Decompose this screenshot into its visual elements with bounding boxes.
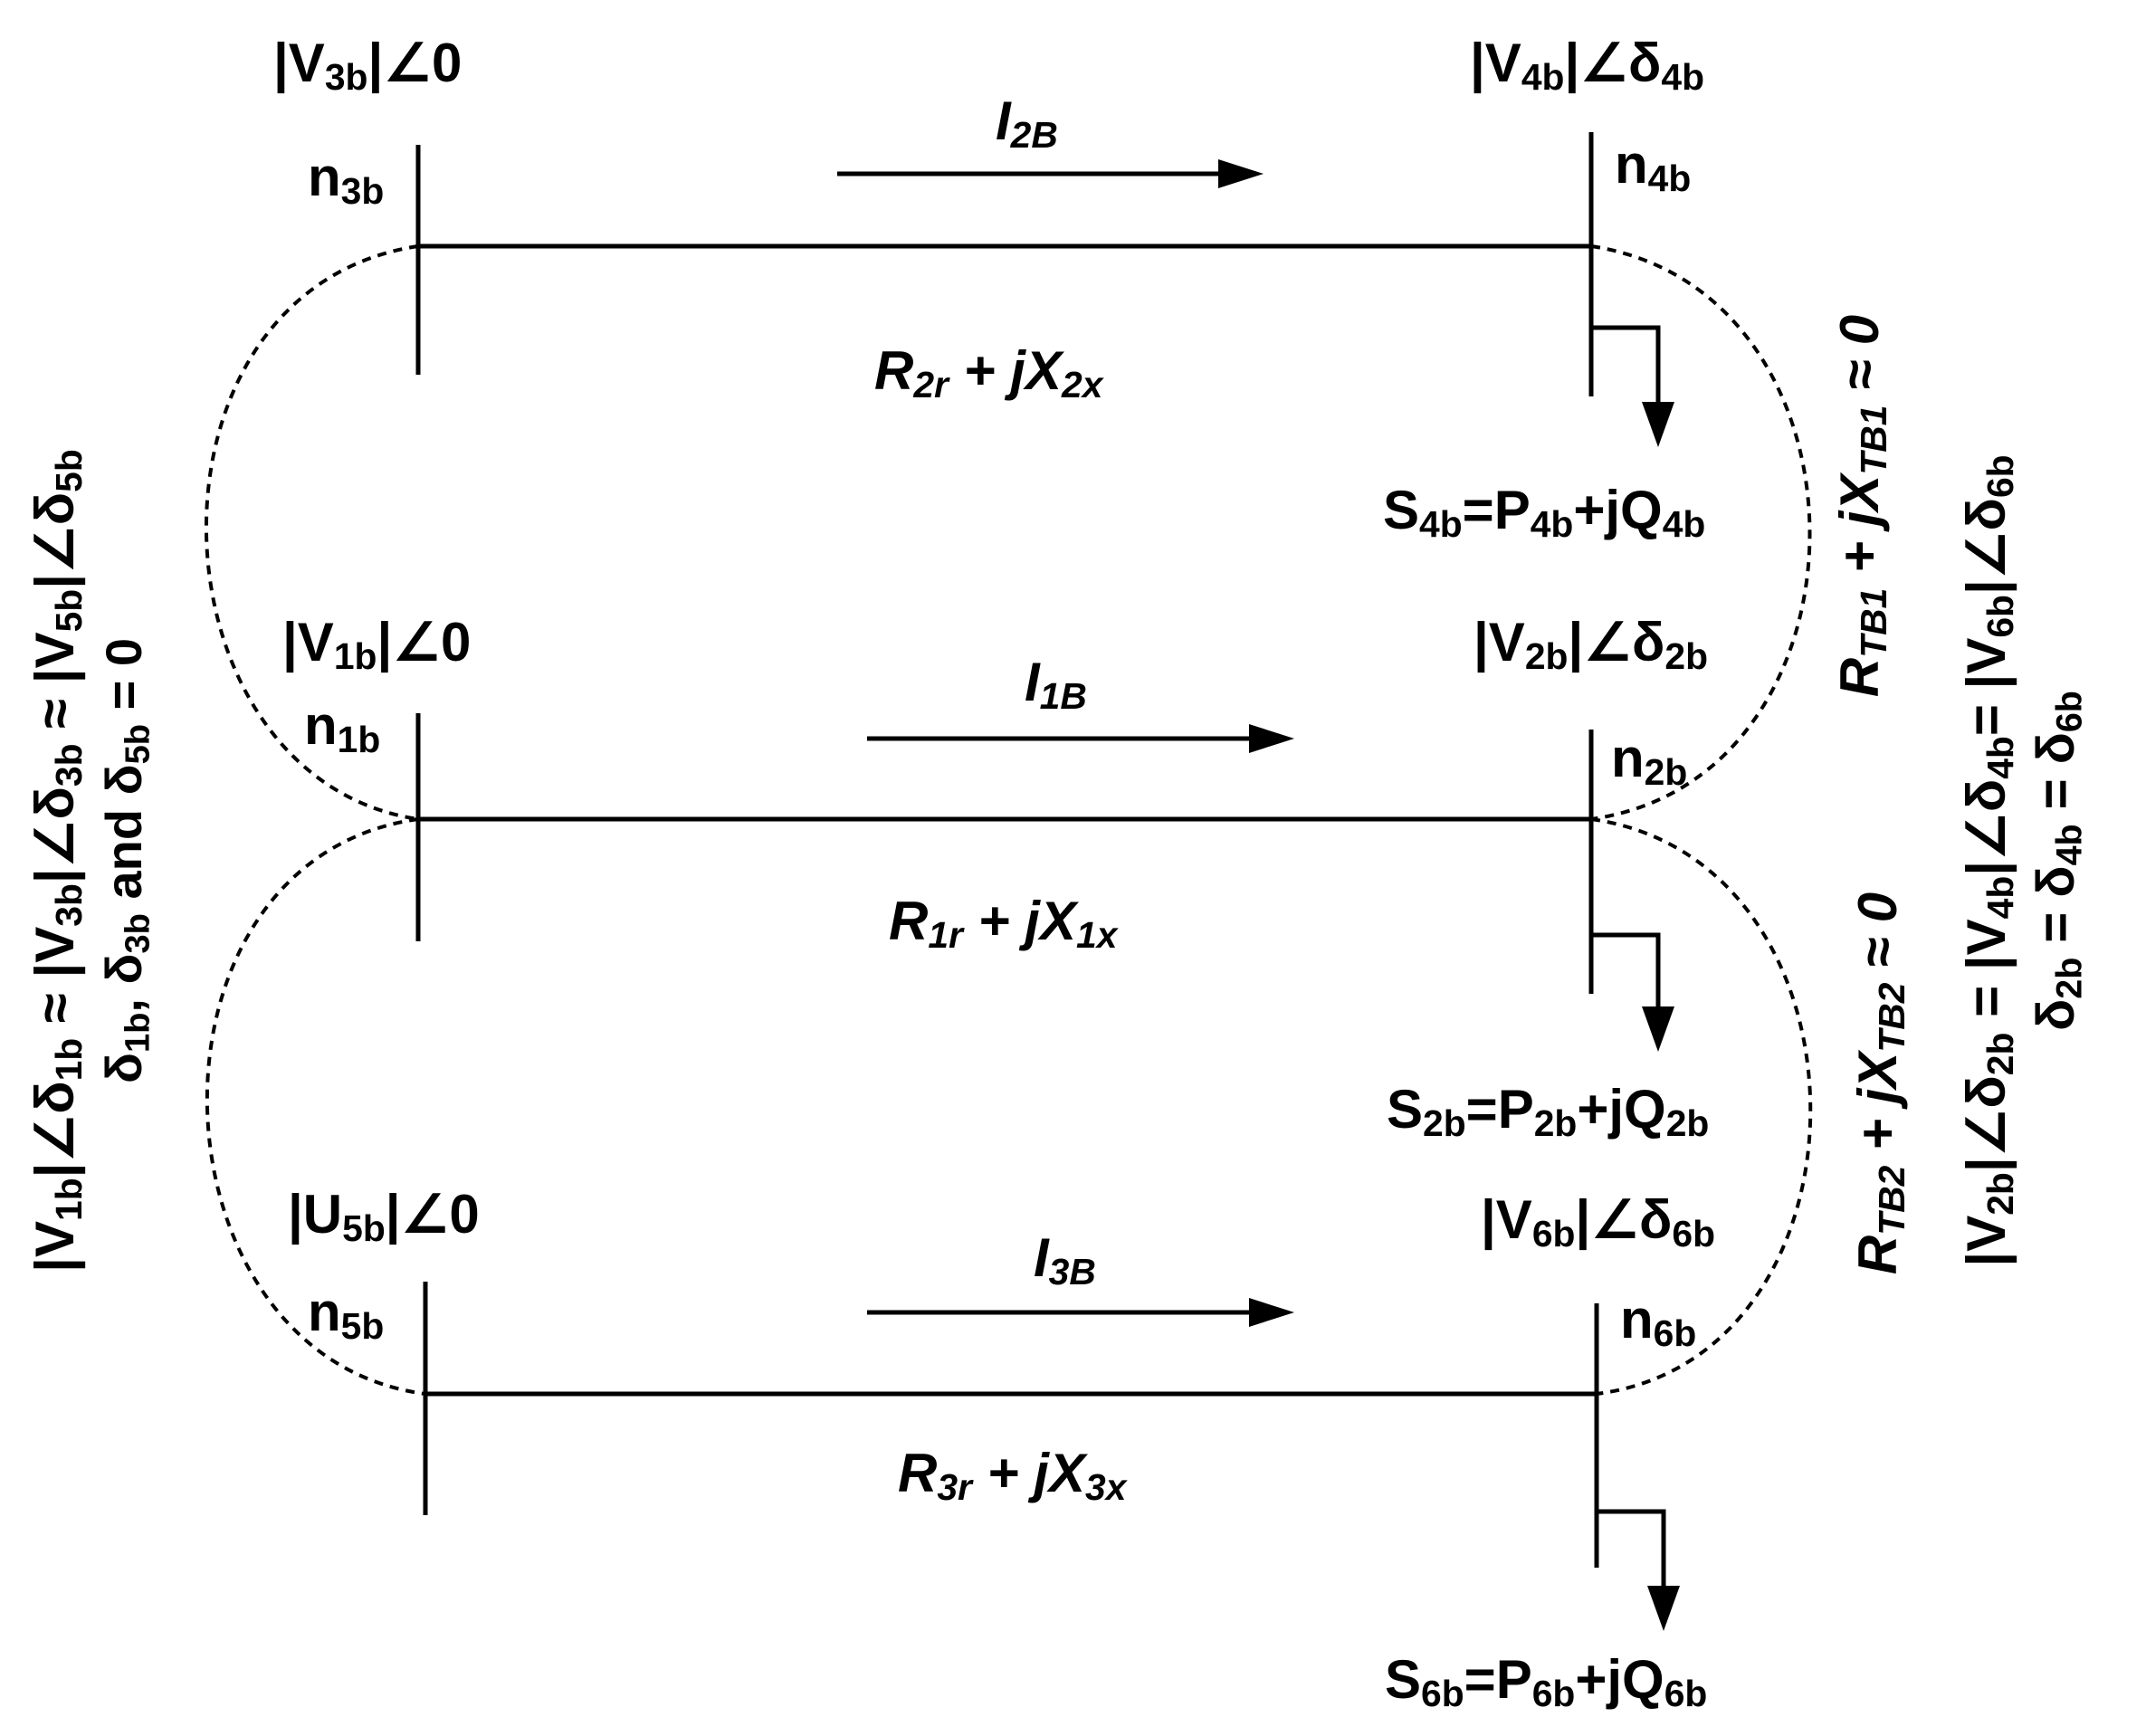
dashed-loop-n1b-n5b bbox=[205, 817, 426, 1396]
current-label-i2b: I2B bbox=[996, 91, 1058, 156]
load-label-s6b: S6b=P6b+jQ6b bbox=[1385, 1649, 1708, 1714]
bus-node-n6b: n6b bbox=[1620, 1289, 1697, 1354]
load-arrowhead-n6b bbox=[1647, 1586, 1680, 1631]
tie-branch-label-tb2: RTB2 + jXTB2 ≈ 0 bbox=[1847, 892, 1912, 1275]
current-label-i3b: I3B bbox=[1034, 1227, 1096, 1292]
bus-node-n4b: n4b bbox=[1615, 134, 1692, 199]
load-arrowhead-n2b bbox=[1642, 1006, 1674, 1052]
arrowhead-i1b bbox=[1249, 724, 1294, 753]
tie-branch-label-tb1: RTB1 + jXTB1 ≈ 0 bbox=[1829, 314, 1894, 698]
bus-node-n2b: n2b bbox=[1611, 728, 1688, 793]
load-tap-n6b bbox=[1597, 1509, 1666, 1593]
bus-voltage-n5b: |U5b|∠0 bbox=[288, 1184, 480, 1249]
tie-branch-tb1-loop bbox=[1590, 244, 1812, 821]
right-equation-line2: δ2b = δ4b = δ6b bbox=[2027, 691, 2090, 1031]
load-arrowhead-n4b bbox=[1642, 402, 1674, 447]
right-voltage-equation: |V2b|∠δ2b = |V4b|∠δ4b= |V6b|∠δ6b δ2b = δ… bbox=[1956, 363, 2095, 1359]
current-label-i1b: I1B bbox=[1025, 652, 1087, 717]
bus-node-n1b: n1b bbox=[304, 695, 381, 760]
impedance-label-z1: R1r + jX1x bbox=[889, 891, 1118, 956]
right-equation-line1: |V2b|∠δ2b = |V4b|∠δ4b= |V6b|∠δ6b bbox=[1956, 454, 2021, 1267]
bus-voltage-n1b: |V1b|∠0 bbox=[282, 612, 472, 677]
bus-node-n5b: n5b bbox=[308, 1282, 385, 1347]
load-label-s2b: S2b=P2b+jQ2b bbox=[1387, 1079, 1710, 1144]
arrowhead-i3b bbox=[1249, 1298, 1294, 1327]
bus-voltage-n6b: |V6b|∠δ6b bbox=[1481, 1189, 1716, 1254]
dashed-loop-n3b-n1b bbox=[204, 244, 419, 821]
left-equation-line2: δ1b, δ3b and δ5b = 0 bbox=[95, 638, 157, 1083]
left-voltage-equation: |V1b|∠δ1b ≈ |V3b|∠δ3b ≈ |V5b|∠δ5b δ1b, δ… bbox=[24, 363, 164, 1359]
load-tap-n4b bbox=[1591, 325, 1661, 407]
tie-branch-tb2-loop bbox=[1590, 817, 1813, 1396]
bus-node-n3b: n3b bbox=[308, 147, 385, 212]
left-equation-line1: |V1b|∠δ1b ≈ |V3b|∠δ3b ≈ |V5b|∠δ5b bbox=[24, 449, 90, 1273]
bus-voltage-n2b: |V2b|∠δ2b bbox=[1474, 612, 1709, 677]
load-label-s4b: S4b=P4b+jQ4b bbox=[1383, 480, 1706, 545]
load-tap-n2b bbox=[1591, 932, 1661, 1014]
impedance-label-z2: R2r + jX2x bbox=[874, 340, 1103, 405]
arrowhead-i2b bbox=[1218, 159, 1264, 188]
bus-voltage-n3b: |V3b|∠0 bbox=[273, 33, 463, 98]
bus-voltage-n4b: |V4b|∠δ4b bbox=[1470, 33, 1705, 98]
impedance-label-z3: R3r + jX3x bbox=[898, 1443, 1127, 1508]
